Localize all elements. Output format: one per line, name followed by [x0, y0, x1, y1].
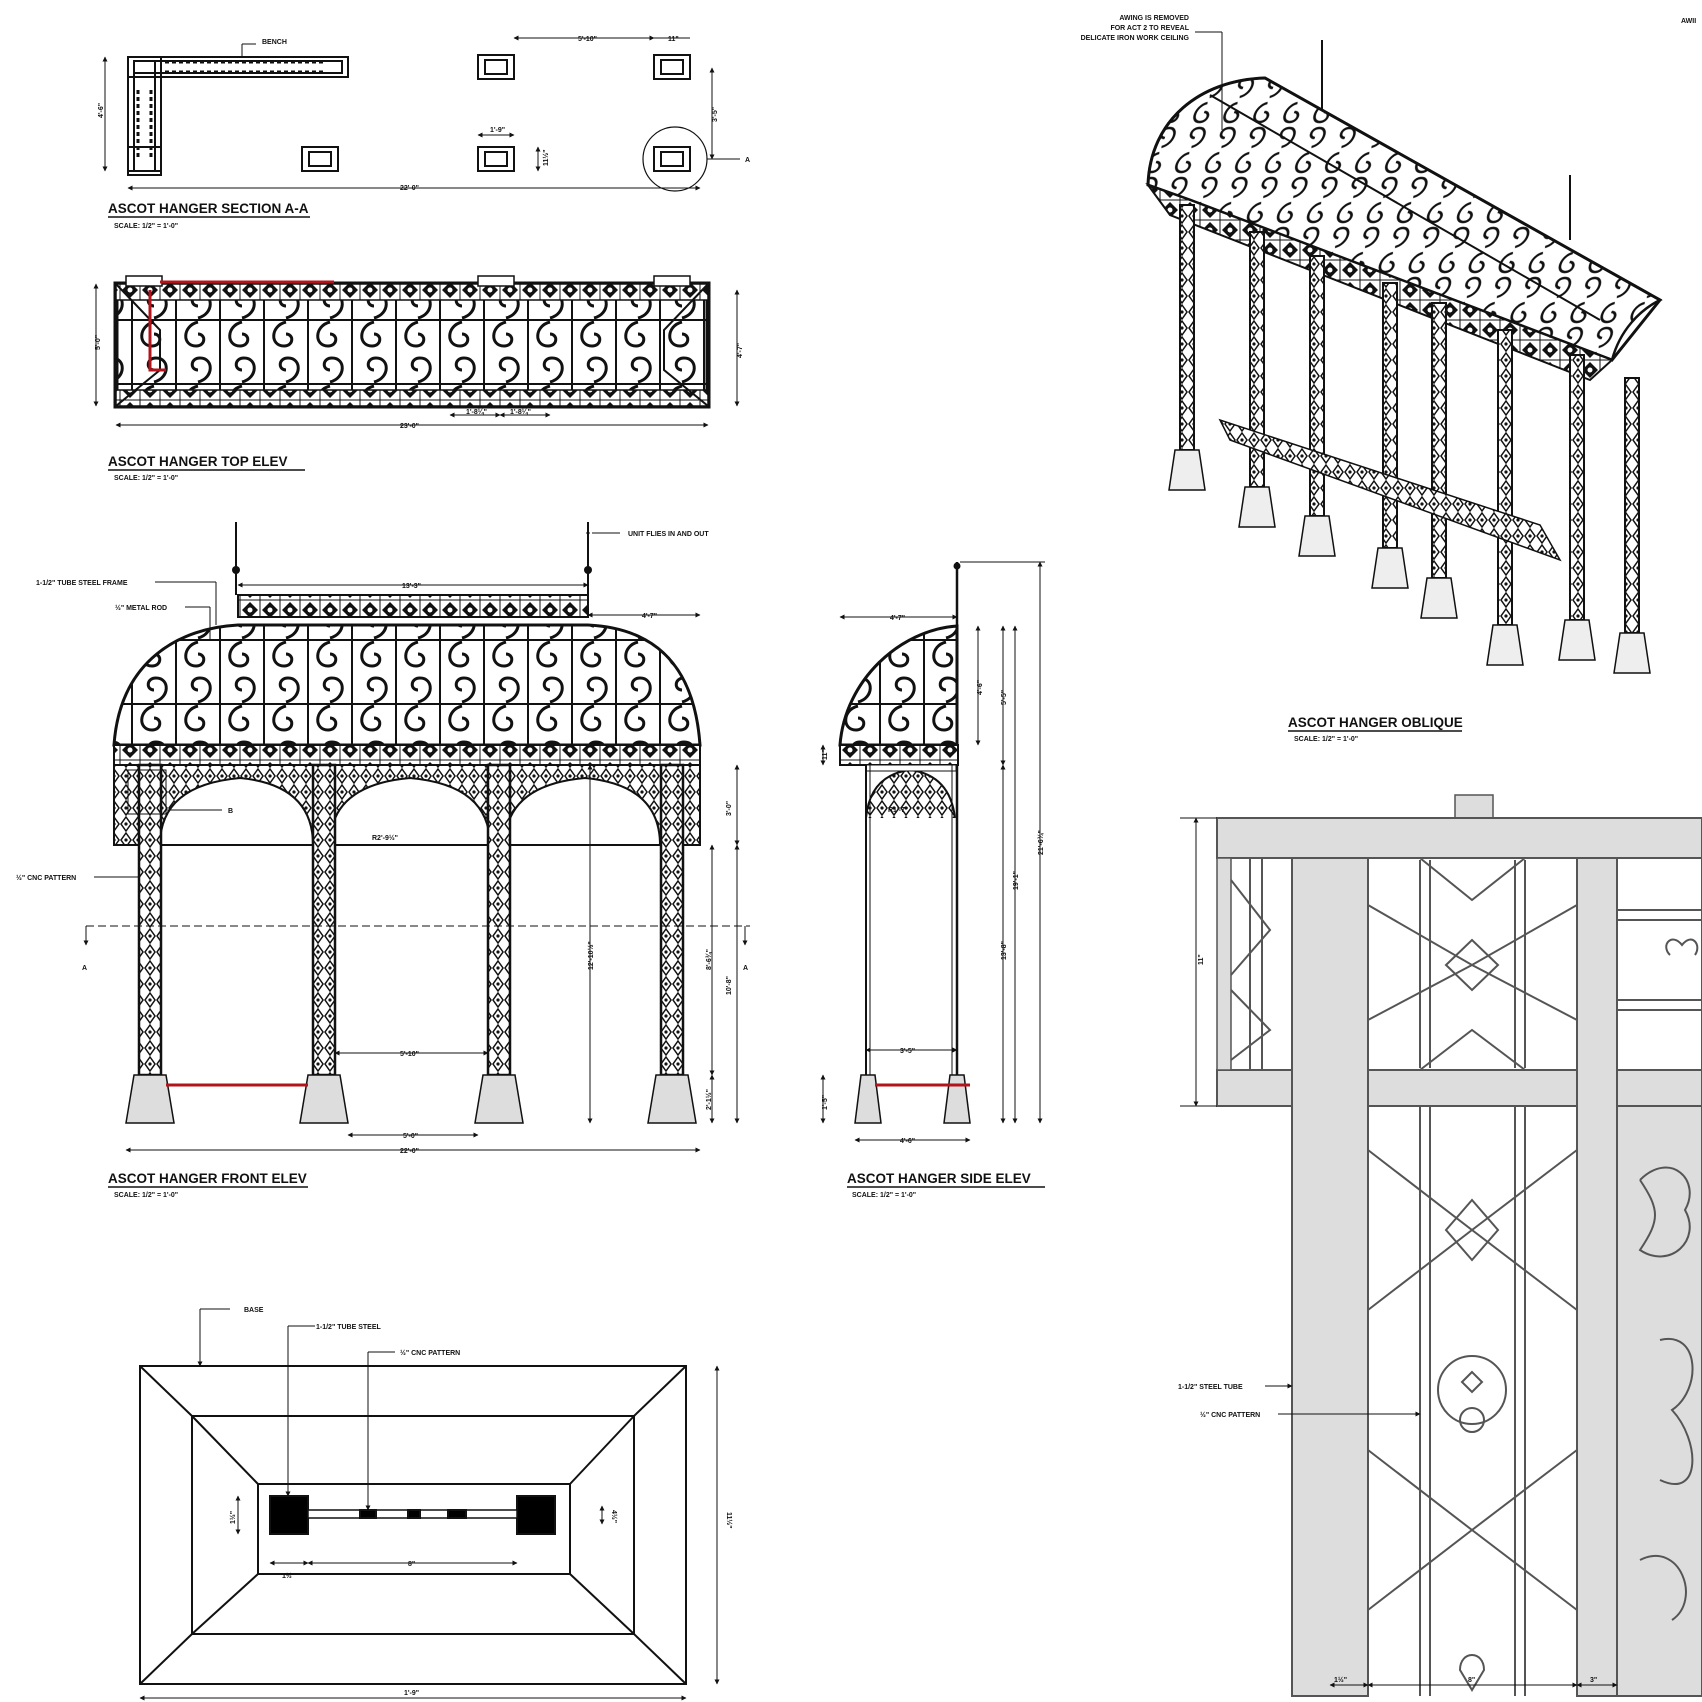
dim-bs-4-5: 4½"	[610, 1510, 618, 1523]
cnc-pattern-front-note: ½" CNC PATTERN	[16, 874, 76, 882]
front-bases	[125, 1074, 697, 1124]
unit-flies-note: UNIT FLIES IN AND OUT	[628, 531, 709, 538]
cnc-pattern-detail-note: ½" CNC PATTERN	[1200, 1411, 1260, 1419]
dim-fr-12-10: 12'-10½"	[587, 941, 595, 970]
dim-bs-1-5a: 1½"	[229, 1511, 237, 1524]
metal-rod-note: ½" METAL ROD	[115, 604, 167, 612]
front-marker-a-right: A	[743, 965, 748, 972]
detail-marker-b: B	[228, 808, 233, 815]
dim-fr-13-3: 13'-3"	[402, 583, 421, 590]
oblique-view	[1145, 31, 1663, 674]
steel-tube-note: 1-1/2" STEEL TUBE	[1178, 1384, 1243, 1391]
lower-lattice	[1367, 1106, 1694, 1696]
dim-sec-1-9: 1'-9"	[490, 127, 505, 134]
lattice-panel	[1230, 857, 1702, 1071]
scale-section: SCALE: 1/2" = 1'-0"	[114, 223, 178, 230]
dim-top-4-7: 4'-7"	[737, 343, 744, 358]
bench-plan	[127, 56, 349, 176]
dim-fr-8-6: 8'-6¾"	[705, 949, 713, 970]
dim-fr-5-0: 5'-0"	[403, 1133, 418, 1140]
dim-fr-5-10: 5'-10"	[400, 1051, 419, 1058]
dim-sec-11-5: 11½"	[542, 149, 550, 166]
dim-top-23: 23'-0"	[400, 423, 419, 430]
bench-note: BENCH	[262, 39, 287, 46]
title-top: ASCOT HANGER TOP ELEV	[108, 454, 288, 469]
dim-fr-r2: R2'-9½"	[372, 834, 398, 842]
title-section: ASCOT HANGER SECTION A-A	[108, 201, 309, 216]
dim-bs-8: 8"	[408, 1561, 415, 1568]
dim-dt-1-5: 1½"	[1334, 1676, 1347, 1684]
dim-fr-3-0: 3'-0"	[726, 801, 733, 816]
column-detail	[1180, 794, 1702, 1697]
dim-fr-2-1: 2'-1½"	[705, 1089, 713, 1110]
top-elevation	[93, 275, 740, 428]
dim-sd-21-6: 21'-6¾"	[1037, 830, 1045, 855]
dim-dt-8: 8"	[1468, 1677, 1475, 1684]
front-elevation	[83, 522, 750, 1153]
dim-sd-4-6: 4'-6"	[977, 680, 984, 695]
front-columns	[137, 763, 685, 1077]
dim-sd-r1: R1'-7"	[888, 807, 908, 814]
scale-oblique: SCALE: 1/2" = 1'-0"	[1294, 736, 1358, 743]
dim-dt-3: 3"	[1590, 1677, 1597, 1684]
dim-dt-11: 11"	[1198, 954, 1205, 965]
dim-sd-5-5: 5'-5"	[1001, 690, 1008, 705]
dim-sd-1-5: 1'-5"	[822, 1095, 829, 1110]
scale-side: SCALE: 1/2" = 1'-0"	[852, 1192, 916, 1199]
dim-sd-13-8: 13'-8"	[1001, 941, 1008, 960]
awning-note-1: AWING IS REMOVED	[1119, 15, 1189, 22]
dim-top-5-0: 5'-0"	[95, 335, 102, 350]
dim-top-1-8a: 1'-8¼"	[466, 408, 487, 416]
awning-note-3: DELICATE IRON WORK CEILING	[1081, 35, 1190, 42]
base-plan-detail	[139, 1308, 720, 1701]
side-elevation	[820, 561, 1045, 1143]
dim-fr-10-8: 10'-8"	[726, 976, 733, 995]
base-note: BASE	[244, 1307, 264, 1314]
dim-sd-4-6b: 4'-6"	[900, 1138, 915, 1145]
scale-top: SCALE: 1/2" = 1'-0"	[114, 475, 178, 482]
oblique-bases	[1168, 449, 1651, 674]
dim-sec-11: 11"	[668, 36, 679, 43]
section-a-a-plan	[102, 35, 740, 192]
dim-sec-4-6: 4'-6"	[98, 103, 105, 118]
dim-sec-5-10: 5'-10"	[578, 36, 597, 43]
awning-note-2: FOR ACT 2 TO REVEAL	[1110, 25, 1189, 32]
section-bases	[301, 54, 708, 192]
dim-sec-3-5: 3'-5"	[712, 107, 719, 122]
dim-top-1-8b: 1'-8¼"	[510, 408, 531, 416]
dim-bs-1-5b: 1½"	[282, 1572, 295, 1580]
dim-fr-22: 22'-0"	[400, 1148, 419, 1155]
dim-sd-11: 11"	[822, 749, 829, 760]
cnc-pattern-base-note: ½" CNC PATTERN	[400, 1349, 460, 1357]
dim-bs-11-5: 11½"	[725, 1512, 733, 1529]
title-side: ASCOT HANGER SIDE ELEV	[847, 1171, 1031, 1186]
tube-steel-note: 1-1/2" TUBE STEEL	[316, 1324, 382, 1331]
tube-frame-note: 1-1/2" TUBE STEEL FRAME	[36, 580, 128, 587]
front-marker-a-left: A	[82, 965, 87, 972]
dim-sd-3-5: 3'-5"	[900, 1048, 915, 1055]
awning-note-cut: AWII	[1681, 18, 1696, 25]
dim-sec-22: 22'-0"	[400, 185, 419, 192]
dim-bs-1-9: 1'-9"	[404, 1690, 419, 1697]
title-oblique: ASCOT HANGER OBLIQUE	[1288, 715, 1463, 730]
dim-sd-4-7: 4'-7"	[890, 615, 905, 622]
title-front: ASCOT HANGER FRONT ELEV	[108, 1171, 307, 1186]
dim-sd-19-1: 19'-1"	[1013, 871, 1020, 890]
section-marker-a: A	[745, 157, 750, 164]
dim-fr-4-7: 4'-7"	[642, 613, 657, 620]
scale-front: SCALE: 1/2" = 1'-0"	[114, 1192, 178, 1199]
